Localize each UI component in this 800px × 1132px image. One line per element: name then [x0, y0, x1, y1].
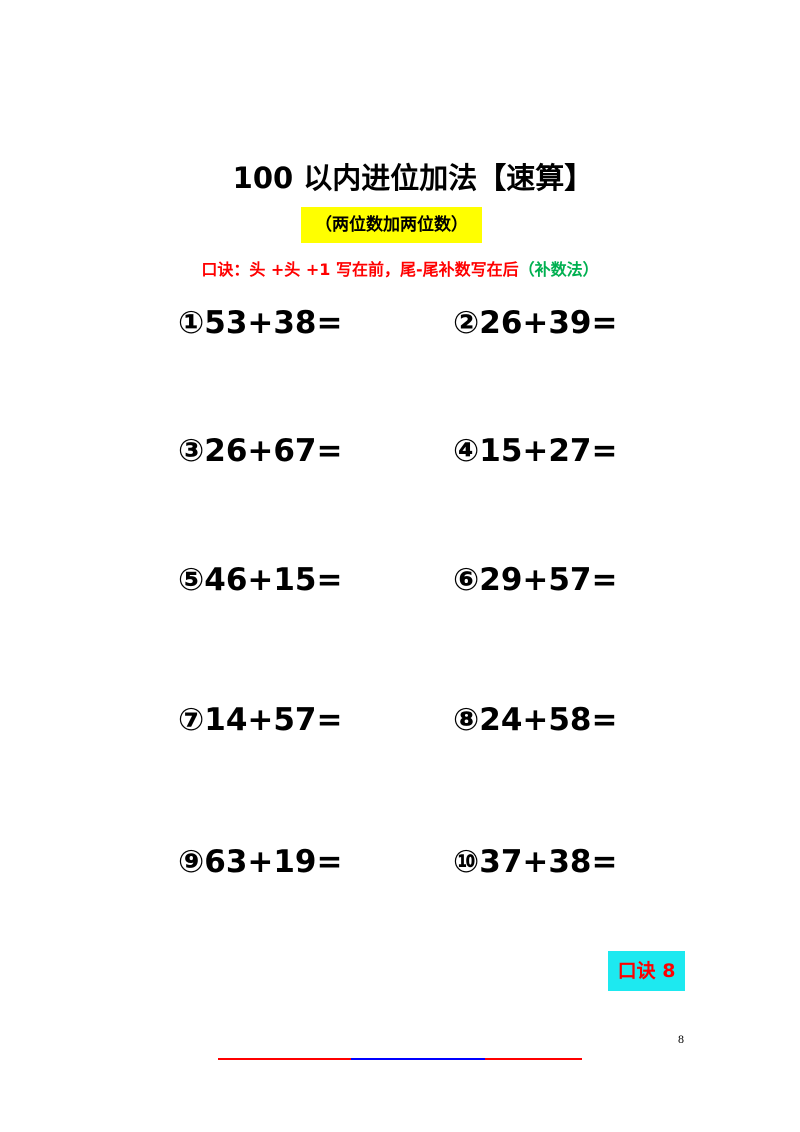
- problem-6: ⑥29+57=: [453, 562, 618, 598]
- problem-1: ①53+38=: [178, 305, 343, 341]
- mnemonic-badge: 口诀 8: [608, 951, 685, 991]
- mnemonic-method: （补数法）: [518, 260, 599, 279]
- problem-8: ⑧24+58=: [453, 702, 618, 738]
- page-number: 8: [678, 1032, 684, 1046]
- problem-4: ④15+27=: [453, 433, 618, 469]
- footer-line-left: [218, 1058, 351, 1060]
- mnemonic-line: 口诀：头 +头 +1 写在前，尾-尾补数写在后（补数法）: [0, 256, 800, 284]
- subtitle-highlight: （两位数加两位数）: [301, 207, 482, 243]
- problem-2: ②26+39=: [453, 305, 618, 341]
- footer-line-right: [485, 1058, 582, 1060]
- problem-10: ⑩37+38=: [453, 844, 618, 880]
- problem-7: ⑦14+57=: [178, 702, 343, 738]
- page-title: 100 以内进位加法【速算】: [232, 161, 594, 195]
- problem-3: ③26+67=: [178, 433, 343, 469]
- problem-9: ⑨63+19=: [178, 844, 343, 880]
- footer-line-middle: [351, 1058, 485, 1060]
- problem-5: ⑤46+15=: [178, 562, 343, 598]
- mnemonic-text: 口诀：头 +头 +1 写在前，尾-尾补数写在后: [201, 260, 519, 279]
